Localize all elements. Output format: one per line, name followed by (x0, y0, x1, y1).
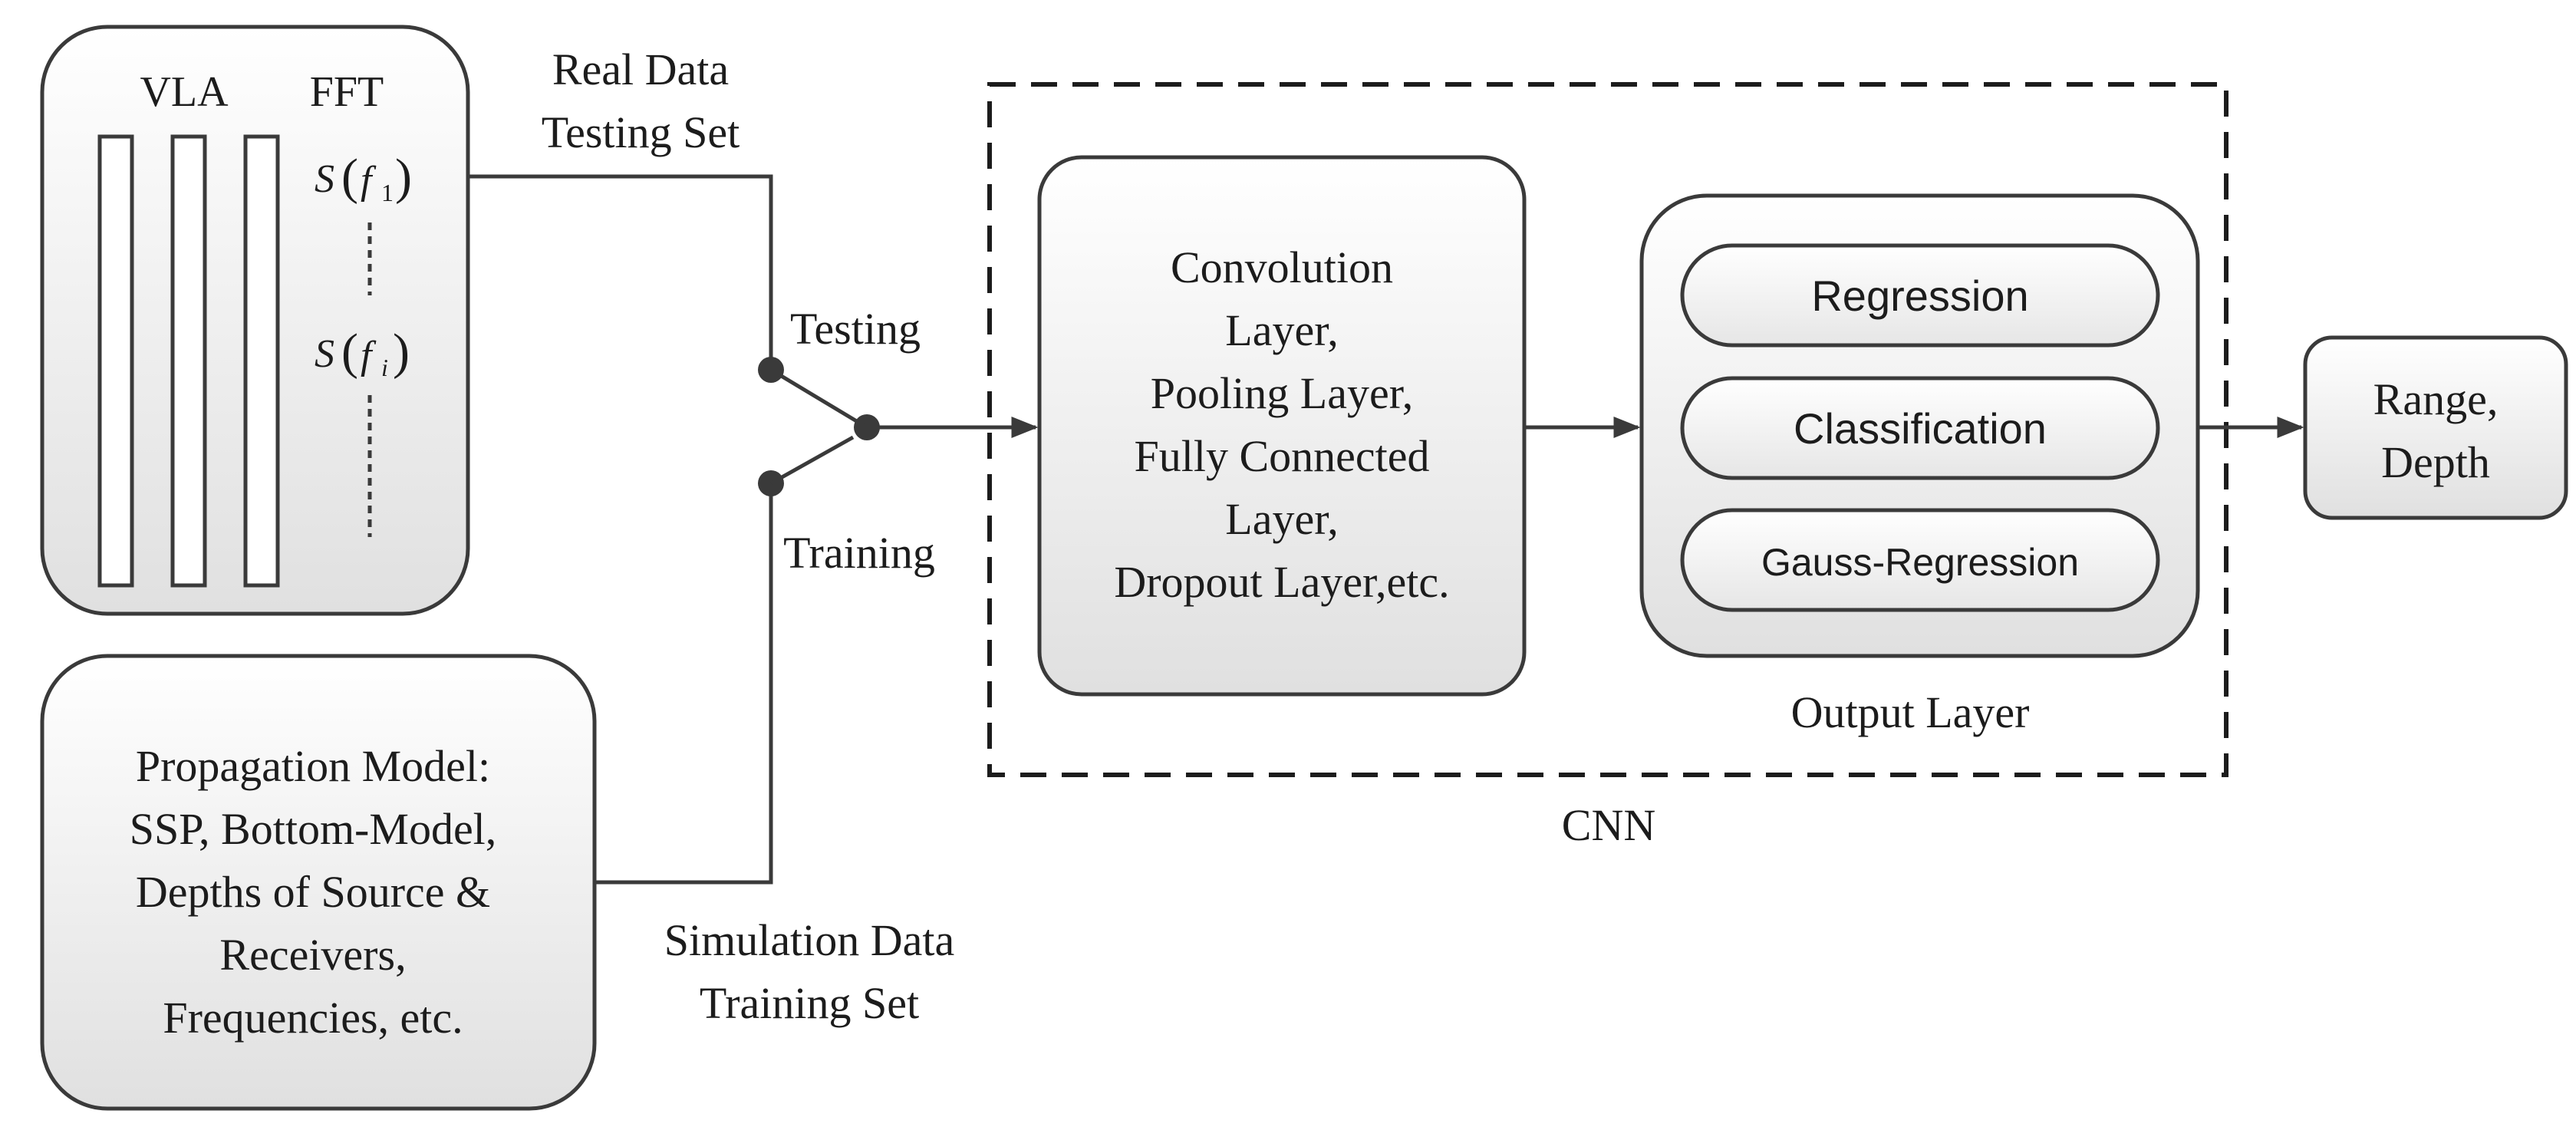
array-element-2 (170, 134, 207, 588)
svg-text:): ) (395, 149, 412, 205)
testing-training-switch: Testing Training (758, 304, 935, 578)
propagation-model-box: Propagation Model: SSP, Bottom-Model, De… (40, 654, 597, 1111)
vla-label: VLA (140, 68, 229, 116)
svg-text:S: S (315, 157, 334, 201)
svg-text:(: ( (341, 324, 358, 380)
svg-text:S: S (315, 332, 334, 376)
range-depth-box: Range, Depth (2303, 335, 2568, 520)
cnn-label: CNN (1562, 800, 1655, 850)
testing-label: Testing (790, 304, 921, 354)
cnn-layer-line-6: Dropout Layer,etc. (1114, 557, 1449, 607)
cnn-frame (987, 82, 2228, 777)
svg-text:Training Set: Training Set (700, 978, 919, 1028)
simulation-data-label: Simulation Data Training Set (664, 915, 955, 1028)
vla-fft-box: VLA FFT S ( f 1 ) S ( f i ) (40, 25, 470, 616)
cnn-layer-line-4: Fully Connected (1134, 431, 1429, 481)
svg-text:Testing Set: Testing Set (542, 107, 740, 157)
switch-lever (769, 367, 868, 430)
svg-text:i: i (381, 354, 388, 381)
array-element-3 (243, 134, 280, 588)
svg-text:(: ( (341, 149, 358, 205)
svg-text:Classification: Classification (1794, 404, 2047, 453)
output-layer-box: Regression Classification Gauss-Regressi… (1639, 193, 2200, 658)
propagation-line-1: Propagation Model: (136, 741, 490, 791)
training-label: Training (783, 528, 935, 578)
cnn-layer-line-2: Layer, (1225, 305, 1338, 355)
fft-label: FFT (310, 68, 384, 116)
cnn-layer-line-3: Pooling Layer, (1151, 368, 1413, 418)
propagation-line-3: Depths of Source & (136, 867, 490, 917)
svg-text:Simulation Data: Simulation Data (664, 915, 955, 965)
output-layer-label: Output Layer (1791, 687, 2030, 737)
array-element-1 (97, 134, 134, 588)
propagation-line-5: Frequencies, etc. (163, 993, 463, 1043)
signal-i: S ( f i ) (315, 324, 410, 381)
svg-text:): ) (393, 324, 410, 380)
real-data-label: Real Data Testing Set (542, 44, 740, 157)
cnn-layer-line-5: Layer, (1225, 494, 1338, 544)
propagation-line-2: SSP, Bottom-Model, (130, 804, 497, 854)
testing-connector (468, 174, 773, 370)
svg-text:Regression: Regression (1811, 272, 2028, 320)
cnn-layer-line-1: Convolution (1171, 242, 1393, 292)
switch-lever-training (769, 435, 855, 486)
result-line-2: Depth (2381, 437, 2490, 487)
svg-text:1: 1 (381, 179, 394, 206)
output-option-gauss-regression: Gauss-Regression (1680, 508, 2160, 612)
output-option-regression: Regression (1680, 243, 2160, 348)
output-option-classification: Classification (1680, 376, 2160, 480)
svg-text:Gauss-Regression: Gauss-Regression (1761, 541, 2079, 584)
result-line-1: Range, (2373, 374, 2499, 424)
training-connector (595, 483, 773, 885)
cnn-layers-box: Convolution Layer, Pooling Layer, Fully … (1037, 155, 1527, 697)
propagation-line-4: Receivers, (219, 930, 406, 980)
svg-text:Real Data: Real Data (552, 44, 729, 94)
